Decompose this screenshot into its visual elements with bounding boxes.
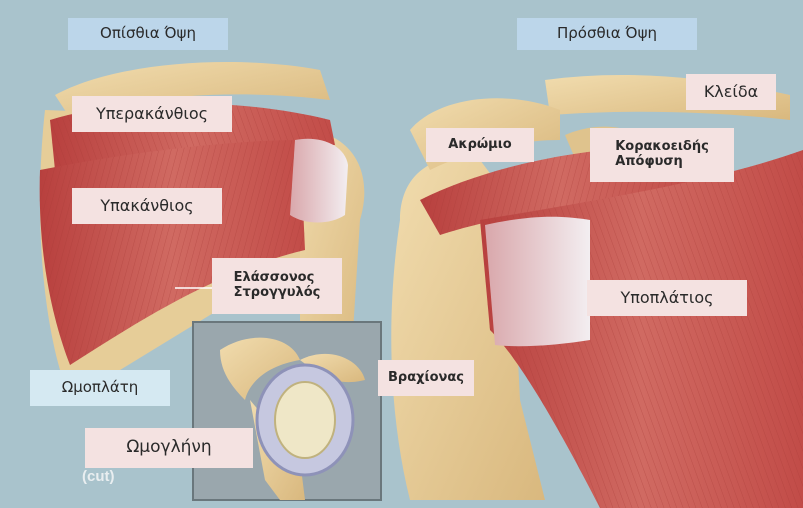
glenoid-fossa bbox=[275, 382, 335, 458]
clavicle-label: Κλείδα bbox=[686, 74, 776, 110]
glenoid-label: Ωμογλήνη bbox=[85, 428, 253, 468]
teres-minor-label: Ελάσσονος Στρογγυλός bbox=[212, 258, 342, 314]
coracoid-label: Κορακοειδής Απόφυση bbox=[590, 128, 734, 182]
posterior-view-label: Οπίσθια Όψη bbox=[68, 18, 228, 50]
supraspinatus-label: Υπερακάνθιος bbox=[72, 96, 232, 132]
scapula-label: Ωμοπλάτη bbox=[30, 370, 170, 406]
subscapularis-label: Υποπλάτιος bbox=[587, 280, 747, 316]
anterior-view-label: Πρόσθια Όψη bbox=[517, 18, 697, 50]
acromion-label: Ακρώμιο bbox=[426, 128, 534, 162]
infraspinatus-tendon bbox=[290, 139, 348, 223]
glenoid-inset bbox=[193, 322, 381, 500]
humerus-label: Βραχίονας bbox=[378, 360, 474, 396]
cut-annotation: (cut) bbox=[82, 468, 115, 485]
subscapularis-tendon bbox=[485, 217, 590, 346]
infraspinatus-label: Υπακάνθιος bbox=[72, 188, 222, 224]
